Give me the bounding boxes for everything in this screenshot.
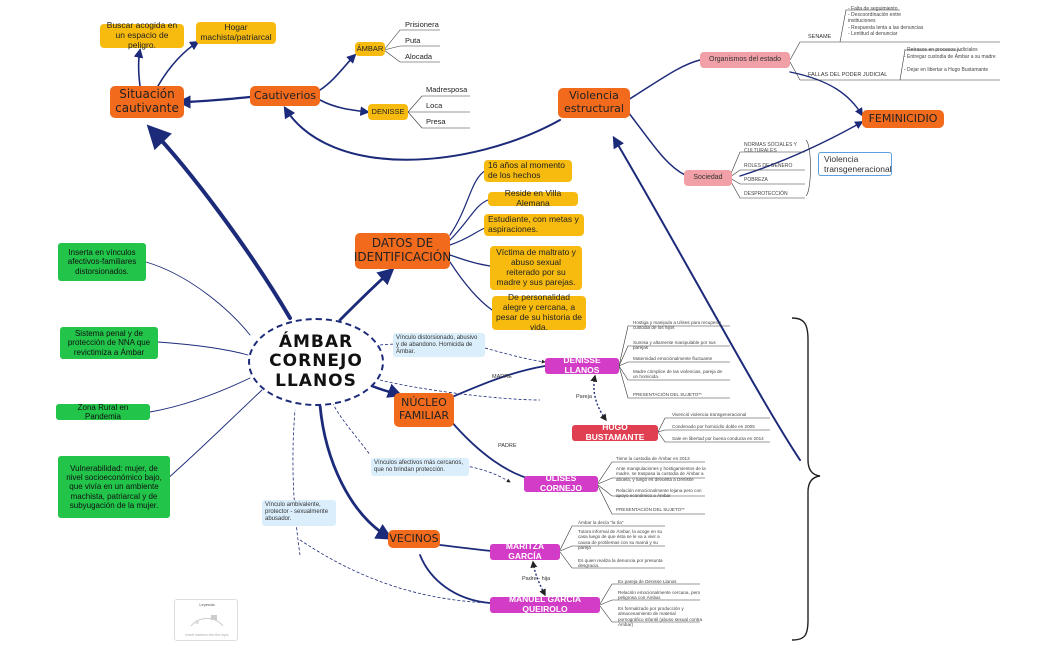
madre-label: MADRE bbox=[492, 374, 512, 380]
legend-hint: Insert markers into the topic bbox=[185, 633, 229, 637]
left-note-3[interactable]: Zona Rural en Pandemia bbox=[56, 403, 150, 421]
ambar-item-1: Prisionera bbox=[405, 20, 439, 29]
padre-hija-label: Padre - hija bbox=[522, 576, 551, 582]
fallas-item-2: - Entregar custodia de Ámbar a su madre bbox=[904, 54, 996, 60]
sename-item-2: - Descoordinación entre instituciones bbox=[848, 12, 902, 24]
situacion-cautivante-node[interactable]: Situación cautivante bbox=[110, 86, 184, 118]
denisse-item-2: Sumisa y altamente manipulable por sus p… bbox=[633, 340, 716, 351]
central-topic[interactable]: ÁMBAR CORNEJO LLANOS bbox=[248, 318, 384, 406]
legend-panel[interactable]: Leyenda Insert markers into the topic bbox=[174, 599, 238, 641]
denisse-item-3: Maternidad emocionalmente fluctuante bbox=[633, 356, 713, 361]
manuel-garcia-node[interactable]: MANUEL GARCÍA QUEIROLO bbox=[490, 594, 600, 614]
link-violencia-cautiverios bbox=[283, 105, 561, 161]
maritza-item-1: Ámbar la decía "la tía" bbox=[578, 520, 624, 525]
datos-item-1[interactable]: 16 años al momento de los hechos bbox=[484, 160, 572, 182]
vinculo-ulises-note[interactable]: Vínculos afectivos más cercanos, que no … bbox=[371, 458, 469, 476]
padre-label: PADRE bbox=[498, 443, 517, 449]
hugo-bustamante-node[interactable]: HUGO BUSTAMANTE bbox=[572, 422, 658, 442]
denisse-cautiverio-item-3: Presa bbox=[426, 117, 446, 126]
sociedad-node[interactable]: Sociedad bbox=[684, 170, 732, 186]
ulises-item-2: Ante manipulaciones y hostigamientos de … bbox=[616, 466, 706, 482]
denisse-llanos-node[interactable]: DENISSE LLANOS bbox=[545, 355, 619, 375]
situacion-item-1[interactable]: Buscar acogida en un espacio de peligro. bbox=[100, 20, 184, 50]
sociedad-item-3: POBREZA bbox=[744, 177, 768, 183]
hugo-item-3: Sale en libertad por buena conducta en 2… bbox=[672, 436, 764, 441]
datos-node[interactable]: DATOS DE IDENTIFICACIÓN bbox=[354, 233, 451, 269]
maritza-item-2: Tutora informal de Ámbar, la acoge en su… bbox=[578, 529, 663, 550]
ulises-item-3: Relación emocionalmente lejana pero con … bbox=[616, 488, 702, 499]
vinculo-denisse-note[interactable]: Vínculo distorsionado, abusivo y de aban… bbox=[393, 333, 485, 357]
sociedad-item-2: ROLES DE GÉNERO bbox=[744, 163, 793, 169]
ulises-item-4: PRESENTACIÓN DEL SUJETO** bbox=[616, 507, 685, 512]
fallas-label: FALLAS DEL PODER JUDICIAL bbox=[808, 72, 888, 78]
vinculo-manuel-note[interactable]: Vínculo ambivalente, protector - sexualm… bbox=[262, 500, 336, 526]
left-note-1[interactable]: Inserta en vínculos afectivos-familiares… bbox=[58, 243, 146, 281]
datos-item-5[interactable]: De personalidad alegre y cercana, a pesa… bbox=[492, 293, 586, 332]
sename-item-3: - Respuesta lenta a las denuncias bbox=[848, 25, 924, 31]
hugo-item-1: Vivenció violencia transgeneracional bbox=[672, 412, 747, 417]
ambar-item-3: Alocada bbox=[405, 52, 433, 61]
feminicidio-node[interactable]: FEMINICIDIO bbox=[862, 110, 944, 128]
sename-item-1: - Falta de seguimiento bbox=[848, 6, 898, 12]
denisse-cautiverio-item-2: Loca bbox=[426, 101, 443, 110]
datos-item-2[interactable]: Reside en Villa Alemana bbox=[488, 188, 578, 208]
denisse-item-5: PRESENTACIÓN DEL SUJETO** bbox=[633, 392, 702, 397]
vecinos-node[interactable]: VECINOS bbox=[388, 530, 440, 548]
cautiverios-node[interactable]: Cautiverios bbox=[250, 86, 320, 106]
fallas-item-1: - Retrasos en procesos judiciales bbox=[904, 47, 978, 53]
denisse-item-1: Hostiga y manipula a Ulises para recuper… bbox=[633, 320, 722, 331]
manuel-item-2: Relación emocionalmente cercana, pero pe… bbox=[618, 590, 701, 601]
left-note-2[interactable]: Sistema penal y de protección de NNA que… bbox=[60, 327, 158, 359]
pareja-label: Pareja bbox=[576, 394, 592, 400]
ulises-item-1: Tiene la custodia de Ámbar en 2013 bbox=[616, 456, 690, 461]
organismos-node[interactable]: Organismos del estado bbox=[700, 52, 790, 68]
link-center-situacion bbox=[146, 124, 292, 320]
sename-item-4: - Lentitud al denunciar bbox=[848, 31, 898, 37]
manuel-item-1: Ex pareja de Denisse Llanos bbox=[618, 579, 677, 584]
ambar-item-2: Puta bbox=[405, 36, 421, 45]
hugo-item-2: Condenado por homicidio doble en 2005 bbox=[672, 424, 755, 429]
fallas-item-3: - Dejar en libertar a Hugo Bustamante bbox=[904, 67, 989, 73]
sociedad-item-1: NORMAS SOCIALES Y CULTURALES bbox=[744, 142, 797, 154]
manuel-item-3: Es formalizado por producción y almacena… bbox=[618, 606, 703, 627]
nucleo-familiar-node[interactable]: NÚCLEO FAMILIAR bbox=[394, 393, 454, 427]
denisse-cautiverio-item-1: Madresposa bbox=[426, 85, 468, 94]
left-note-4[interactable]: Vulnerabilidad: mujer, de nivel socioeco… bbox=[58, 456, 170, 518]
link-bracket-violencia bbox=[612, 135, 801, 461]
cautiverios-denisse-node[interactable]: DENISSE bbox=[368, 104, 408, 120]
denisse-item-4: Madre cómplice de las violencias, pareja… bbox=[633, 369, 723, 380]
violencia-estructural-node[interactable]: Violencia estructural bbox=[558, 88, 630, 118]
violencia-transgeneracional-note[interactable]: Violencia transgeneracional bbox=[818, 152, 892, 176]
cautiverios-ambar-node[interactable]: ÁMBAR bbox=[355, 42, 385, 56]
maritza-item-3: Es quien realiza la denuncia por presunt… bbox=[578, 558, 663, 569]
ulises-cornejo-node[interactable]: ULISES CORNEJO bbox=[524, 473, 598, 493]
sociedad-item-4: DESPROTECCIÓN bbox=[744, 191, 788, 197]
sename-label: SENAME bbox=[808, 34, 832, 40]
maritza-garcia-node[interactable]: MARITZA GARCÍA bbox=[490, 541, 560, 561]
bracket bbox=[791, 317, 821, 641]
situacion-item-2[interactable]: Hogar machista/patriarcal bbox=[196, 22, 276, 44]
legend-illustration bbox=[190, 615, 224, 627]
datos-item-3[interactable]: Estudiante, con metas y aspiraciones. bbox=[484, 214, 584, 236]
datos-item-4[interactable]: Víctima de maltrato y abuso sexual reite… bbox=[490, 246, 582, 290]
legend-title: Leyenda bbox=[199, 602, 215, 607]
